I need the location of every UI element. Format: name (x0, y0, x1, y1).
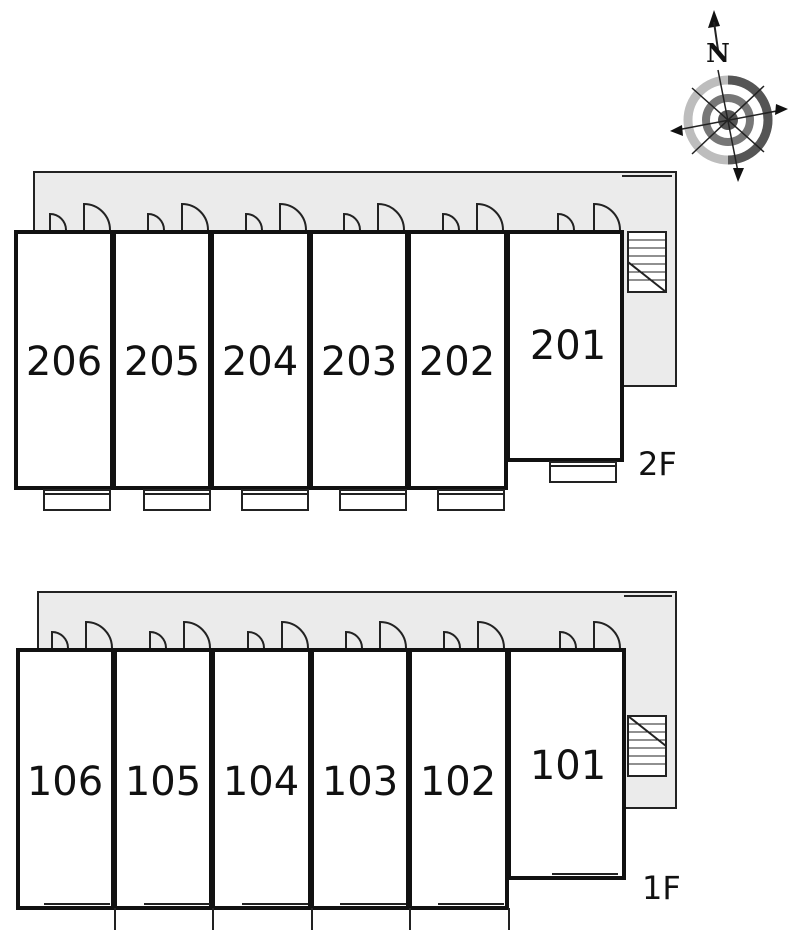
unit-104 (211, 648, 312, 910)
unit-label: 102 (420, 759, 496, 805)
doors-2f (49, 202, 621, 231)
unit-label: 103 (322, 759, 398, 805)
unit-label: 205 (124, 339, 200, 385)
floor-2f: 206 205 204 203 202 201 2F (14, 171, 677, 511)
unit-201 (506, 230, 624, 462)
unit-102 (408, 648, 509, 910)
floor-label-2f: 2F (638, 445, 677, 483)
unit-204 (210, 230, 311, 490)
unit-label: 105 (125, 759, 201, 805)
unit-label: 204 (222, 339, 298, 385)
stairs-1f (627, 715, 667, 777)
compass-north-label: N (706, 39, 730, 69)
unit-105 (113, 648, 213, 910)
unit-106 (16, 648, 115, 910)
windows-1f (44, 873, 618, 930)
unit-103 (310, 648, 410, 910)
unit-label: 101 (530, 743, 606, 789)
unit-label: 203 (321, 339, 397, 385)
unit-label: 202 (419, 339, 495, 385)
unit-label: 106 (27, 759, 103, 805)
unit-101 (507, 648, 626, 880)
floor-label-1f: 1F (642, 869, 681, 907)
compass-rose-icon (670, 10, 788, 182)
stairs-2f (627, 231, 667, 293)
unit-label: 104 (223, 759, 299, 805)
unit-205 (112, 230, 212, 490)
unit-label: 201 (530, 323, 606, 369)
doors-1f (51, 620, 621, 649)
floor-1f: 106 105 104 103 102 101 1F (16, 591, 681, 930)
unit-206 (14, 230, 114, 490)
unit-label: 206 (26, 339, 102, 385)
balconies-2f (43, 461, 617, 511)
